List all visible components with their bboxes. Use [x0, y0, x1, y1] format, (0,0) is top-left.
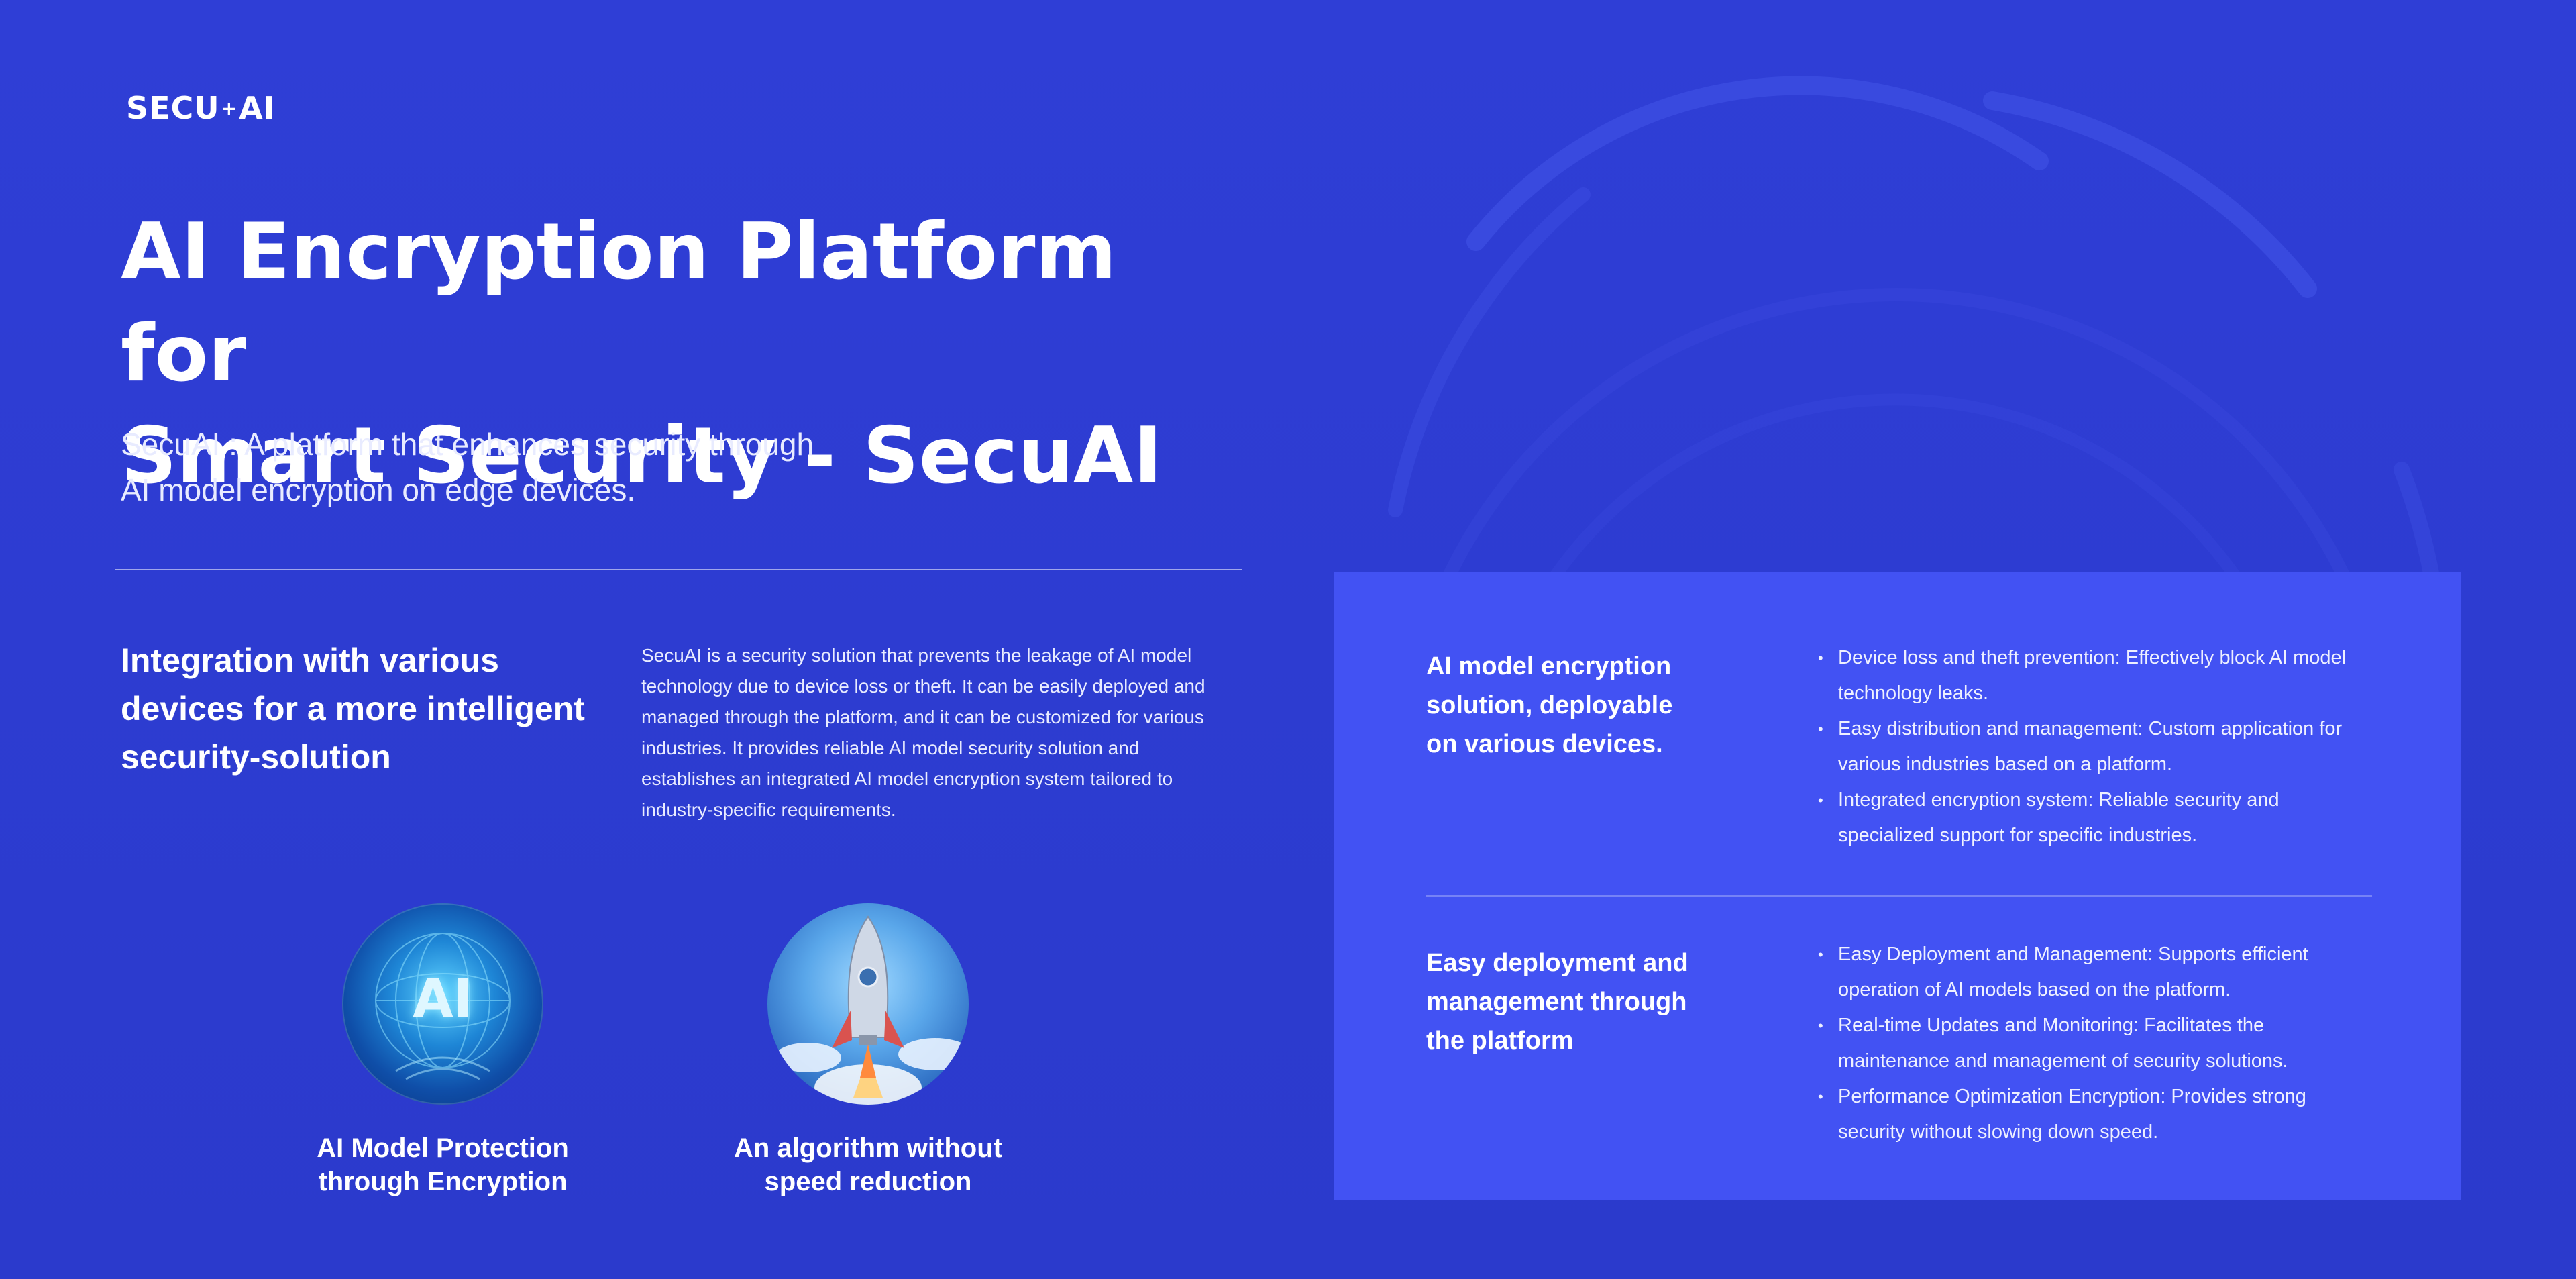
logo-text-left: SECU [126, 90, 220, 126]
list-item: Integrated encryption system: Reliable s… [1818, 782, 2372, 854]
hero-subtitle: SecuAI : A platform that enhances securi… [121, 421, 993, 513]
ai-icon-text: AI [413, 969, 473, 1029]
list-item: Easy Deployment and Management: Supports… [1818, 937, 2372, 1008]
feature-label: AI Model Protection through Encryption [317, 1133, 569, 1196]
panel-section-encryption: AI model encryption solution, deployable… [1426, 640, 2372, 848]
features-panel: AI model encryption solution, deployable… [1334, 572, 2461, 1200]
ai-globe-icon: AI [342, 903, 543, 1105]
list-item: Easy distribution and management: Custom… [1818, 711, 2372, 782]
list-item: Performance Optimization Encryption: Pro… [1818, 1079, 2372, 1150]
rocket-icon [767, 903, 969, 1105]
feature-ai-protection: AI AI Model Protection through Encryptio… [268, 903, 617, 1198]
panel-section-list: Device loss and theft prevention: Effect… [1818, 640, 2372, 854]
panel-section-deployment: Easy deployment and management through t… [1426, 937, 2372, 1158]
hero-subtitle-line-2: AI model encryption on edge devices. [121, 472, 636, 507]
section-divider [115, 569, 1242, 570]
panel-section-list: Easy Deployment and Management: Supports… [1818, 937, 2372, 1150]
panel-section-title: Easy deployment and management through t… [1426, 949, 1688, 1055]
list-item: Device loss and theft prevention: Effect… [1818, 640, 2372, 711]
hero-title: AI Encryption Platform for Smart Securit… [121, 201, 1261, 507]
logo-dot: + [221, 97, 238, 119]
rocket-graphic [774, 915, 969, 1105]
feature-label: An algorithm without speed reduction [734, 1133, 1002, 1196]
logo-text-right: AI [239, 90, 276, 126]
list-item: Real-time Updates and Monitoring: Facili… [1818, 1008, 2372, 1079]
integration-heading: Integration with various devices for a m… [121, 642, 585, 776]
hero-title-line-2: Smart Security - SecuAI [121, 411, 1163, 501]
hero-subtitle-line-1: SecuAI : A platform that enhances securi… [121, 427, 814, 462]
feature-speed: An algorithm without speed reduction [694, 903, 1042, 1198]
integration-body: SecuAI is a security solution that preve… [641, 645, 1205, 820]
ai-globe-graphic [375, 933, 511, 1080]
panel-divider [1426, 895, 2372, 897]
hero-title-line-1: AI Encryption Platform for [121, 207, 1117, 399]
panel-section-title: AI model encryption solution, deployable… [1426, 652, 1673, 758]
secuai-logo[interactable]: SECU+AI [126, 90, 276, 126]
